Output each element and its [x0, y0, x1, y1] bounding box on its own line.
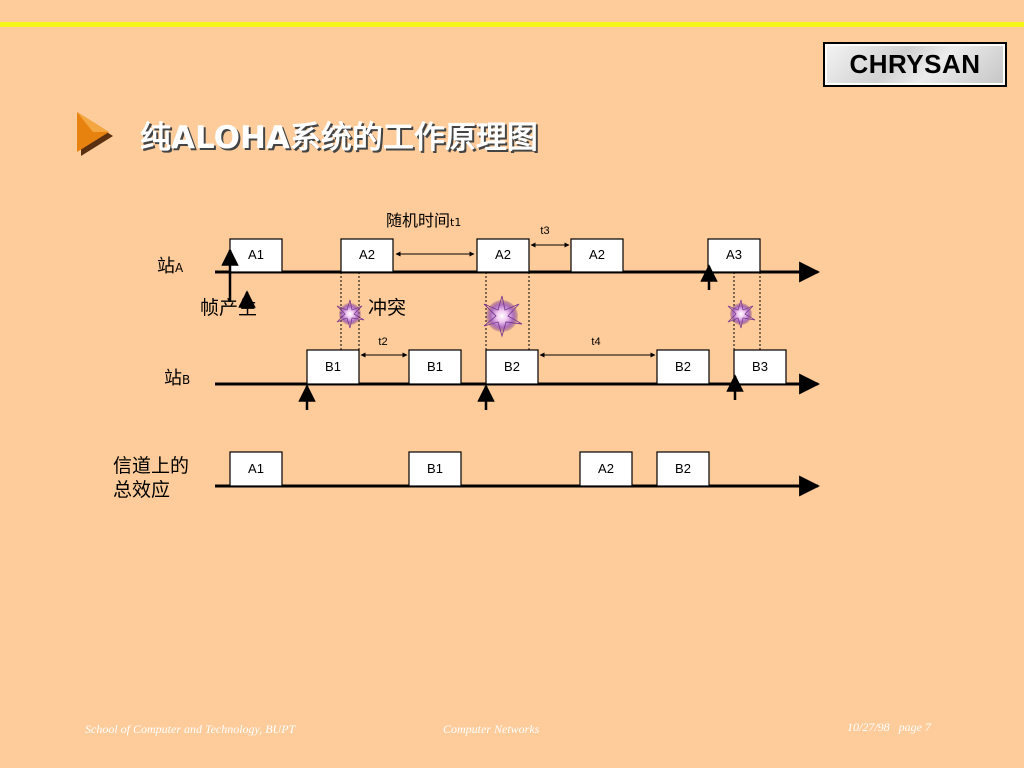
station-a-label: 站A	[157, 256, 184, 277]
station-a-frame-3: A2	[476, 238, 530, 273]
frame-generated-label: 帧产生	[200, 297, 257, 319]
channel-frame-1: A1	[229, 451, 283, 487]
station-a-frame-1: A1	[229, 238, 283, 273]
chrysan-logo: CHRYSAN	[823, 42, 1007, 87]
frame-label: A1	[248, 461, 264, 476]
t2-label: t2	[378, 336, 387, 348]
random-time-label: 随机时间t1	[386, 211, 461, 230]
t4-label: t4	[591, 336, 600, 348]
collision-burst-icon	[483, 295, 523, 338]
station-b-frame-1: B1	[306, 349, 360, 385]
collision-guides	[340, 272, 761, 350]
station-a-frame-5: A3	[707, 238, 761, 273]
interval-arrows	[360, 242, 656, 358]
channel-frame-3: A2	[579, 451, 633, 487]
channel-label-line2: 总效应	[113, 479, 170, 501]
frame-label: B1	[325, 359, 341, 374]
channel-label-line1: 信道上的	[113, 455, 189, 477]
station-b-frame-4: B2	[656, 349, 710, 385]
collision-burst-icon	[336, 299, 365, 329]
triangle-bullet-icon	[77, 112, 113, 156]
frame-label: A2	[495, 247, 511, 262]
collision-label: 冲突	[368, 297, 406, 319]
station-b-frame-5: B3	[733, 349, 787, 385]
channel-frame-4: B2	[656, 451, 710, 487]
top-accent-bar	[0, 22, 1024, 27]
footer-school: School of Computer and Technology, BUPT	[85, 722, 296, 736]
station-b-frame-3: B2	[485, 349, 539, 385]
frame-label: B1	[427, 461, 443, 476]
frame-arrival-arrows	[221, 248, 744, 410]
frame-label: B1	[427, 359, 443, 374]
frame-label: A2	[598, 461, 614, 476]
footer-date-page: 10/27/98 page 7	[847, 720, 931, 734]
footer-course: Computer Networks	[443, 722, 540, 736]
frame-label: A2	[589, 247, 605, 262]
channel-frame-2: B1	[408, 451, 462, 487]
frame-label: A2	[359, 247, 375, 262]
frame-label: B2	[675, 359, 691, 374]
page-title: 纯ALOHA系统的工作原理图	[140, 120, 538, 156]
frame-label: B3	[752, 359, 768, 374]
frame-label: B2	[675, 461, 691, 476]
logo-text: CHRYSAN	[849, 49, 981, 79]
station-b-frame-2: B1	[408, 349, 462, 385]
frame-label: A3	[726, 247, 742, 262]
station-b-label: 站B	[164, 368, 190, 389]
frame-label: B2	[504, 359, 520, 374]
t3-label: t3	[540, 225, 549, 237]
station-a-frame-2: A2	[340, 238, 394, 273]
station-a-frame-4: A2	[570, 238, 624, 273]
collision-burst-icon	[727, 299, 756, 329]
frame-label: A1	[248, 247, 264, 262]
